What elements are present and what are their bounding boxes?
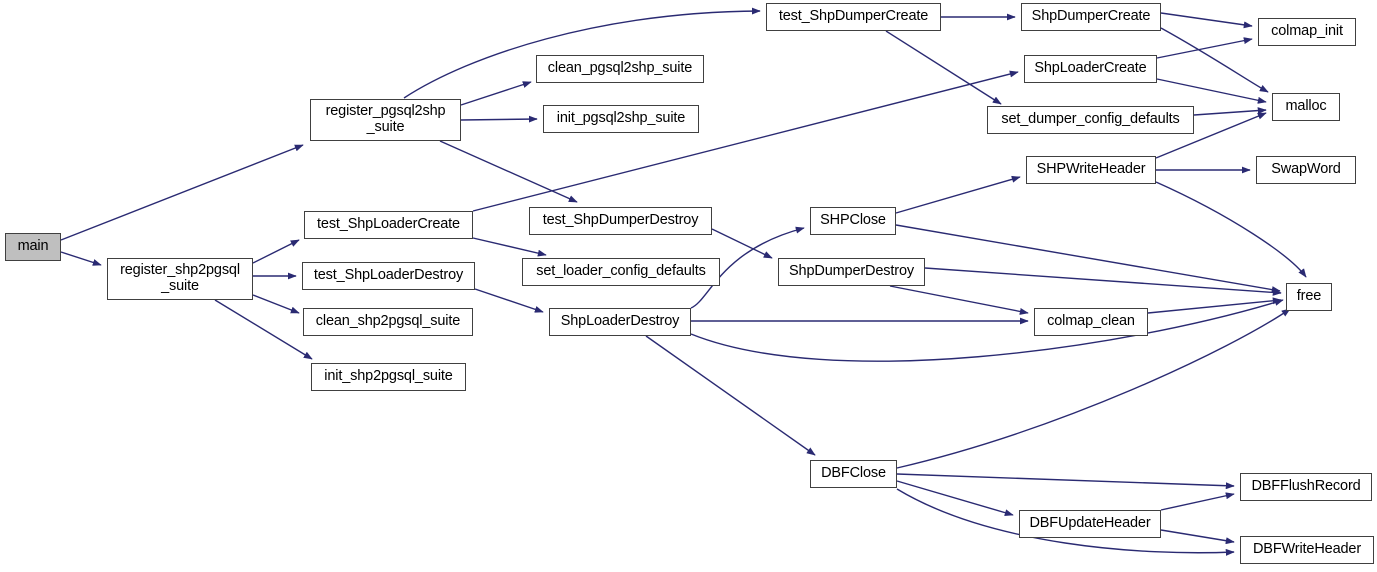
node-ShpLoaderDestroy[interactable]: ShpLoaderDestroy <box>549 308 691 336</box>
call-edge <box>472 70 1019 212</box>
node-label: ShpLoaderDestroy <box>560 313 680 330</box>
node-label: DBFUpdateHeader <box>1029 515 1151 532</box>
node-register_shp2pgsql_suite[interactable]: register_shp2pgsql _suite <box>107 258 253 300</box>
node-malloc[interactable]: malloc <box>1272 93 1340 121</box>
call-edge <box>460 115 538 123</box>
node-SwapWord[interactable]: SwapWord <box>1256 156 1356 184</box>
call-edge <box>895 224 1281 294</box>
node-colmap_init[interactable]: colmap_init <box>1258 18 1356 46</box>
node-init_pgsql2shp_suite[interactable]: init_pgsql2shp_suite <box>543 105 699 133</box>
node-label: SwapWord <box>1271 161 1341 178</box>
call-edge <box>472 237 547 257</box>
node-label: ShpDumperCreate <box>1031 8 1151 25</box>
call-edge <box>460 81 532 106</box>
call-edge <box>1160 12 1253 29</box>
node-label: init_pgsql2shp_suite <box>556 110 686 127</box>
node-label: DBFWriteHeader <box>1252 541 1362 558</box>
node-ShpDumperCreate[interactable]: ShpDumperCreate <box>1021 3 1161 31</box>
call-edge <box>896 480 1014 517</box>
node-label: ShpDumperDestroy <box>789 263 914 280</box>
call-edge <box>1193 107 1267 116</box>
node-SHPWriteHeader[interactable]: SHPWriteHeader <box>1026 156 1156 184</box>
call-edge <box>1160 492 1235 511</box>
node-test_ShpLoaderCreate[interactable]: test_ShpLoaderCreate <box>304 211 473 239</box>
call-edge <box>711 228 773 259</box>
call-edge <box>1147 297 1282 314</box>
node-label: SHPClose <box>820 212 886 229</box>
call-edge <box>1156 78 1267 104</box>
node-set_loader_config_defaults[interactable]: set_loader_config_defaults <box>522 258 720 286</box>
call-edge <box>889 285 1029 315</box>
node-label: set_loader_config_defaults <box>536 263 706 280</box>
call-edge <box>214 299 313 360</box>
call-edge <box>474 288 544 313</box>
node-set_dumper_config_defaults[interactable]: set_dumper_config_defaults <box>987 106 1194 134</box>
node-label: clean_shp2pgsql_suite <box>315 313 461 330</box>
node-init_shp2pgsql_suite[interactable]: init_shp2pgsql_suite <box>311 363 466 391</box>
node-label: colmap_init <box>1271 23 1343 40</box>
node-label: ShpLoaderCreate <box>1034 60 1147 77</box>
call-edge <box>690 299 1284 362</box>
node-label: register_pgsql2shp _suite <box>325 103 446 135</box>
call-edge <box>895 175 1021 214</box>
node-label: set_dumper_config_defaults <box>1001 111 1180 128</box>
node-clean_pgsql2shp_suite[interactable]: clean_pgsql2shp_suite <box>536 55 704 83</box>
node-main[interactable]: main <box>5 233 61 261</box>
node-ShpDumperDestroy[interactable]: ShpDumperDestroy <box>778 258 925 286</box>
node-SHPClose[interactable]: SHPClose <box>810 207 896 235</box>
node-test_ShpDumperCreate[interactable]: test_ShpDumperCreate <box>766 3 941 31</box>
node-label: test_ShpLoaderDestroy <box>313 267 464 284</box>
call-edge <box>1156 37 1253 59</box>
node-DBFUpdateHeader[interactable]: DBFUpdateHeader <box>1019 510 1161 538</box>
call-edge <box>60 251 102 266</box>
node-label: SHPWriteHeader <box>1036 161 1146 178</box>
node-test_ShpDumperDestroy[interactable]: test_ShpDumperDestroy <box>529 207 712 235</box>
node-label: init_shp2pgsql_suite <box>324 368 453 385</box>
node-label: malloc <box>1285 98 1327 115</box>
node-label: test_ShpDumperDestroy <box>542 212 699 229</box>
node-label: free <box>1296 288 1322 305</box>
node-label: main <box>17 238 49 255</box>
call-edge <box>896 473 1235 490</box>
node-free[interactable]: free <box>1286 283 1332 311</box>
node-register_pgsql2shp_suite[interactable]: register_pgsql2shp _suite <box>310 99 461 141</box>
node-clean_shp2pgsql_suite[interactable]: clean_shp2pgsql_suite <box>303 308 473 336</box>
node-label: clean_pgsql2shp_suite <box>547 60 693 77</box>
node-label: DBFFlushRecord <box>1251 478 1361 495</box>
node-DBFWriteHeader[interactable]: DBFWriteHeader <box>1240 536 1374 564</box>
call-edge <box>252 239 300 264</box>
node-label: test_ShpDumperCreate <box>778 8 929 25</box>
call-edge <box>439 140 578 203</box>
node-colmap_clean[interactable]: colmap_clean <box>1034 308 1148 336</box>
call-edge <box>645 335 816 456</box>
node-test_ShpLoaderDestroy[interactable]: test_ShpLoaderDestroy <box>302 262 475 290</box>
call-edge <box>924 267 1282 296</box>
node-DBFClose[interactable]: DBFClose <box>810 460 897 488</box>
node-label: test_ShpLoaderCreate <box>317 216 460 233</box>
node-ShpLoaderCreate[interactable]: ShpLoaderCreate <box>1024 55 1157 83</box>
call-edge <box>1155 181 1307 278</box>
node-label: DBFClose <box>821 465 886 482</box>
call-edge <box>60 144 304 241</box>
call-edge <box>1160 529 1235 545</box>
call-edge <box>885 30 1002 105</box>
call-edge <box>1160 27 1269 93</box>
node-label: colmap_clean <box>1047 313 1135 330</box>
call-edge <box>252 294 300 314</box>
node-label: register_shp2pgsql _suite <box>120 262 240 294</box>
node-DBFFlushRecord[interactable]: DBFFlushRecord <box>1240 473 1372 501</box>
